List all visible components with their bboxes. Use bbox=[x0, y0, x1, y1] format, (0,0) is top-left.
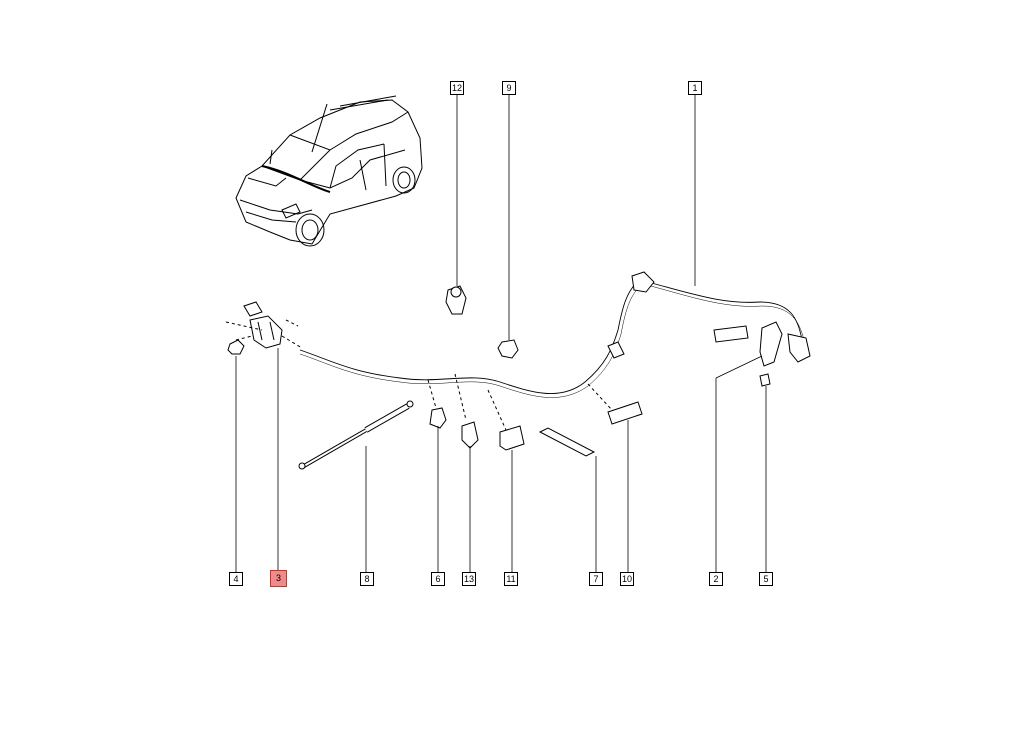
callout-1[interactable]: 1 bbox=[688, 81, 702, 95]
adhesive-strip bbox=[538, 427, 596, 457]
leader-lines bbox=[235, 94, 767, 572]
callout-7[interactable]: 7 bbox=[589, 572, 603, 586]
callout-5[interactable]: 5 bbox=[759, 572, 773, 586]
plug-part bbox=[445, 285, 467, 315]
cable-holder bbox=[587, 383, 643, 425]
clip-parts bbox=[427, 373, 525, 451]
screw-part bbox=[759, 373, 771, 387]
cable-connector bbox=[607, 271, 655, 359]
release-lever bbox=[713, 321, 811, 367]
callout-3[interactable]: 3 bbox=[270, 570, 287, 587]
nut-part bbox=[227, 339, 245, 355]
callout-12[interactable]: 12 bbox=[450, 81, 464, 95]
callout-11[interactable]: 11 bbox=[504, 572, 518, 586]
callout-13[interactable]: 13 bbox=[462, 572, 476, 586]
clip-part bbox=[497, 339, 519, 359]
vehicle-illustration bbox=[235, 95, 423, 247]
callout-6[interactable]: 6 bbox=[431, 572, 445, 586]
cable-line bbox=[299, 279, 803, 394]
callout-9[interactable]: 9 bbox=[502, 81, 516, 95]
callout-10[interactable]: 10 bbox=[620, 572, 634, 586]
hood-lock-assembly bbox=[225, 301, 303, 349]
hood-cable-highlight bbox=[261, 165, 331, 193]
cable-line-outer bbox=[299, 283, 806, 398]
callout-4[interactable]: 4 bbox=[229, 572, 243, 586]
callout-2[interactable]: 2 bbox=[709, 572, 723, 586]
gas-strut bbox=[298, 400, 414, 470]
callout-8[interactable]: 8 bbox=[360, 572, 374, 586]
